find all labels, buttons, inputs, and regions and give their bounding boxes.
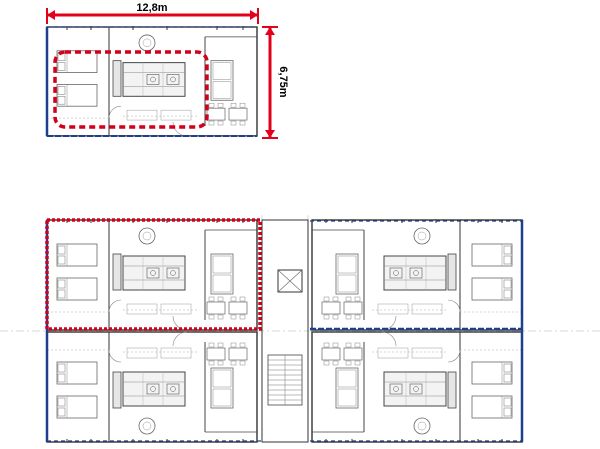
facade-blue-lines — [45, 220, 524, 442]
width-dimension-label: 12,8m — [136, 2, 167, 14]
floor-plan-four-units — [0, 215, 600, 443]
unit-bottom-right — [312, 332, 522, 443]
unit-highlight-dotted — [45, 218, 262, 331]
core-highlight-rounded — [53, 50, 209, 129]
single-unit-plan — [45, 26, 257, 137]
unit-top-right — [312, 219, 522, 330]
unit-top-left — [47, 219, 257, 330]
elevator-shaft — [277, 269, 303, 293]
height-dimension-label: 6,75m — [277, 66, 289, 97]
unit-bottom-left — [47, 332, 257, 443]
height-dimension: 6,75m — [262, 26, 289, 139]
width-dimension: 12,8m — [46, 2, 259, 24]
circulation-core — [261, 219, 309, 443]
